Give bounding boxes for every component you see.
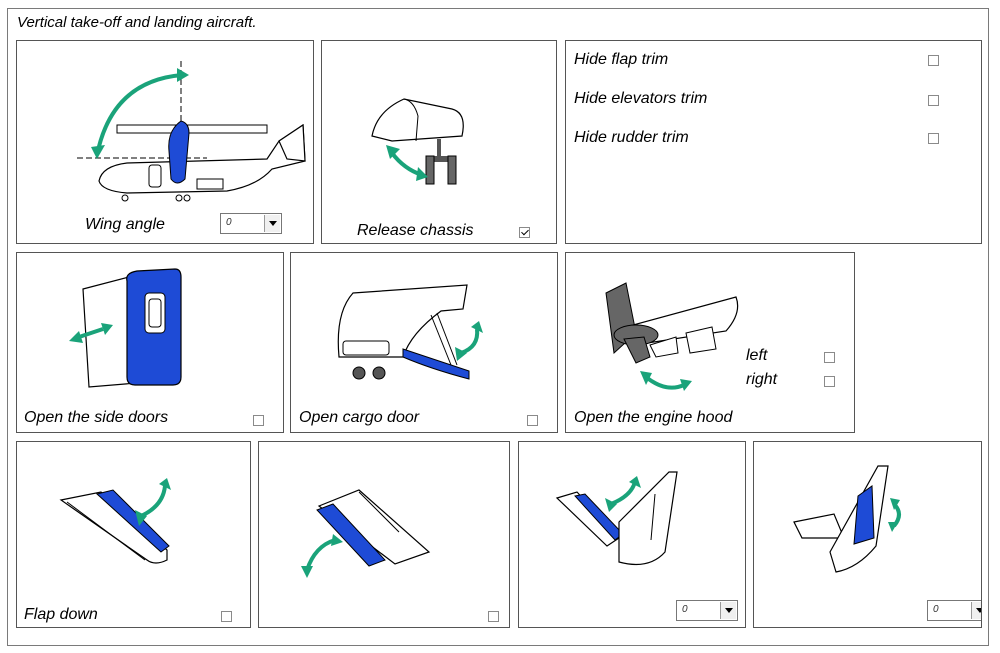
cargo-door-checkbox[interactable] [527, 415, 538, 426]
flap-down-checkbox[interactable] [221, 611, 232, 622]
panel-side-doors: Open the side doors [16, 252, 284, 433]
rudder-illustration [793, 465, 901, 573]
rudder-value: 0 [933, 604, 939, 615]
aileron-checkbox[interactable] [488, 611, 499, 622]
panel-flap-down: Flap down [16, 441, 251, 628]
hide-flap-trim-checkbox[interactable] [928, 55, 939, 66]
panel-elevator: 0 [518, 441, 746, 628]
chevron-down-icon[interactable] [720, 602, 736, 619]
rudder-select[interactable]: 0 [927, 600, 981, 621]
engine-hood-right-label: right [746, 371, 778, 388]
side-doors-label: Open the side doors [24, 409, 169, 426]
engine-hood-right-checkbox[interactable] [824, 376, 835, 387]
landing-gear-illustration [371, 98, 464, 185]
elevator-select[interactable]: 0 [676, 600, 738, 621]
flap-down-label: Flap down [24, 606, 98, 623]
engine-hood-illustration [605, 282, 739, 391]
wing-angle-value: 0 [226, 217, 232, 228]
chevron-down-icon[interactable] [971, 602, 981, 619]
wing-angle-label: Wing angle [85, 216, 165, 233]
engine-hood-left-checkbox[interactable] [824, 352, 835, 363]
panel-cargo-door: Open cargo door [290, 252, 558, 433]
hide-elevators-trim-label: Hide elevators trim [574, 90, 708, 107]
cargo-door-illustration [337, 284, 483, 380]
hide-elevators-trim-checkbox[interactable] [928, 95, 939, 106]
panel-aileron [258, 441, 510, 628]
hide-rudder-trim-label: Hide rudder trim [574, 129, 689, 146]
chevron-down-icon[interactable] [264, 215, 280, 232]
panel-engine-hood: left right Open the engine hood [565, 252, 855, 433]
aileron-illustration [301, 489, 431, 578]
hide-rudder-trim-checkbox[interactable] [928, 133, 939, 144]
wing-angle-select[interactable]: 0 [220, 213, 282, 234]
panel-wing-angle: Wing angle 0 [16, 40, 314, 244]
elevator-value: 0 [682, 604, 688, 615]
cargo-door-label: Open cargo door [299, 409, 420, 426]
side-door-illustration [69, 268, 182, 388]
elevator-illustration [555, 471, 678, 565]
side-doors-checkbox[interactable] [253, 415, 264, 426]
flap-illustration [59, 478, 171, 564]
hide-flap-trim-label: Hide flap trim [574, 51, 669, 68]
engine-hood-left-label: left [746, 347, 768, 364]
engine-hood-label: Open the engine hood [574, 409, 733, 426]
panel-trims: Hide flap trim Hide elevators trim Hide … [565, 40, 982, 244]
tiltrotor-illustration [77, 61, 306, 202]
release-chassis-checkbox[interactable] [519, 227, 530, 238]
panel-rudder: 0 [753, 441, 982, 628]
page-title: Vertical take-off and landing aircraft. [17, 14, 257, 31]
release-chassis-label: Release chassis [357, 222, 474, 239]
panel-release-chassis: Release chassis [321, 40, 557, 244]
